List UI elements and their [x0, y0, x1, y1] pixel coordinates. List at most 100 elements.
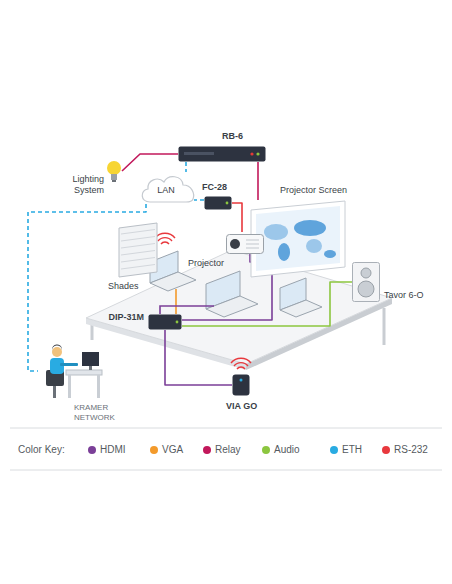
device-icon [38, 342, 104, 400]
legend-text: Audio [274, 443, 300, 456]
status-led [226, 202, 229, 205]
wifi-arc [237, 367, 245, 369]
status-led [240, 379, 243, 382]
device-label: LAN [138, 185, 194, 196]
cable-connector [194, 199, 204, 201]
tavor-speaker: Tavor 6-O [352, 262, 380, 302]
cable-connector [185, 162, 187, 172]
projector-body [227, 235, 264, 254]
device-label: Shades [108, 281, 139, 292]
shade-slat [121, 237, 155, 242]
cable-connector [182, 282, 352, 326]
cable-connector [165, 330, 232, 385]
table-top [86, 250, 392, 364]
screen-surface [256, 206, 340, 271]
lan-cloud: LAN [138, 172, 194, 204]
wifi-symbol [155, 233, 175, 244]
desk-leg [97, 375, 100, 398]
person-head [52, 347, 62, 357]
kramer-network-desk: KRAMER NETWORK [38, 342, 104, 400]
bulb-tip [112, 180, 116, 182]
monitor-stand [89, 366, 92, 370]
device-label: Tavor 6-O [384, 290, 424, 301]
wifi-arc [234, 363, 248, 366]
bulb-base [111, 174, 117, 180]
person-arm [60, 363, 78, 366]
legend-rule [10, 470, 442, 471]
rack-panel [184, 152, 214, 155]
cable-connector [232, 203, 242, 232]
map-shape [324, 250, 336, 258]
shade-slat [121, 265, 155, 270]
legend-swatch [330, 446, 338, 454]
legend-swatch [88, 446, 96, 454]
laptop [280, 278, 322, 317]
device-icon [204, 196, 232, 210]
device-icon [250, 200, 346, 278]
device-icon [148, 314, 182, 330]
dip31m-unit: DIP-31M [148, 314, 182, 330]
hdmi-cable [160, 306, 214, 314]
fc28-unit: FC-28 [204, 196, 232, 210]
device-body [205, 197, 232, 210]
device-icon [232, 374, 250, 396]
legend-swatch [262, 446, 270, 454]
map-shape [306, 239, 322, 253]
laptop-base [150, 272, 196, 291]
via-go-unit: VIA GO [232, 374, 250, 396]
lighting-node: Lighting System [106, 160, 122, 182]
legend-text: RS-232 [394, 443, 428, 456]
projector-vent [246, 248, 259, 249]
speaker-tweeter [361, 268, 371, 278]
wifi-arc [158, 238, 172, 241]
legend-heading: Color Key: [18, 443, 65, 456]
legend-swatch [150, 446, 158, 454]
projector-screen: Projector Screen [250, 200, 346, 278]
speaker-cabinet [353, 263, 380, 302]
status-led [250, 152, 253, 155]
cable-connector [122, 154, 178, 171]
map-shape [264, 224, 288, 240]
vga-cable [175, 289, 177, 314]
device-body [149, 315, 182, 330]
screen-frame [251, 201, 345, 277]
cable-connector [257, 162, 259, 200]
wifi-arc [231, 358, 251, 363]
projector-vent [246, 244, 259, 245]
laptop-base [280, 300, 322, 317]
device-icon [178, 146, 266, 162]
laptop [206, 271, 258, 317]
legend-swatch [382, 446, 390, 454]
shade-slat [121, 230, 155, 235]
rb6-unit: RB-6 [178, 146, 266, 162]
wifi-symbol [231, 358, 251, 369]
shade-frame [119, 223, 157, 277]
chair-post [53, 386, 56, 398]
desk-top [66, 370, 102, 375]
device-icon [106, 160, 122, 182]
bulb-glass [107, 161, 121, 175]
device-label: Projector [180, 258, 224, 269]
device-label: VIA GO [226, 401, 257, 412]
device-icon [226, 232, 264, 254]
shade-slat [121, 258, 155, 263]
person-hair [52, 344, 62, 351]
table [86, 250, 392, 370]
legend-swatch [203, 446, 211, 454]
rack-body [179, 147, 266, 162]
device-label: Projector Screen [280, 185, 347, 196]
table-leg [383, 308, 386, 345]
device-label: DIP-31M [104, 312, 144, 323]
device-label: FC-28 [202, 182, 227, 193]
shade-slat [121, 244, 155, 249]
monitor [82, 352, 99, 366]
device-icon [352, 262, 380, 302]
legend-rule [10, 428, 442, 429]
map-shape [294, 220, 326, 236]
speaker-woofer [358, 281, 374, 297]
shades-window: Shades [118, 222, 158, 278]
device-icon [118, 222, 158, 278]
legend-text: HDMI [100, 443, 126, 456]
device-label: Lighting System [56, 174, 104, 196]
